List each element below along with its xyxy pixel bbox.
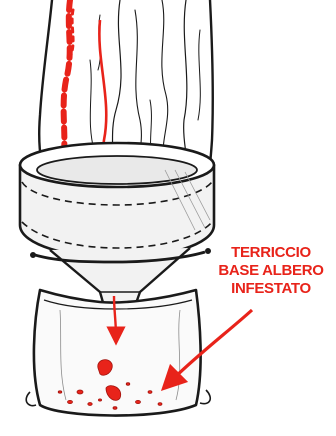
label-line-2: BASE ALBERO — [207, 262, 335, 280]
infested-soil-label: TERRICCIO BASE ALBERO INFESTATO — [207, 244, 335, 298]
label-line-1: TERRICCIO — [207, 244, 335, 262]
label-line-3: INFESTATO — [207, 280, 335, 298]
